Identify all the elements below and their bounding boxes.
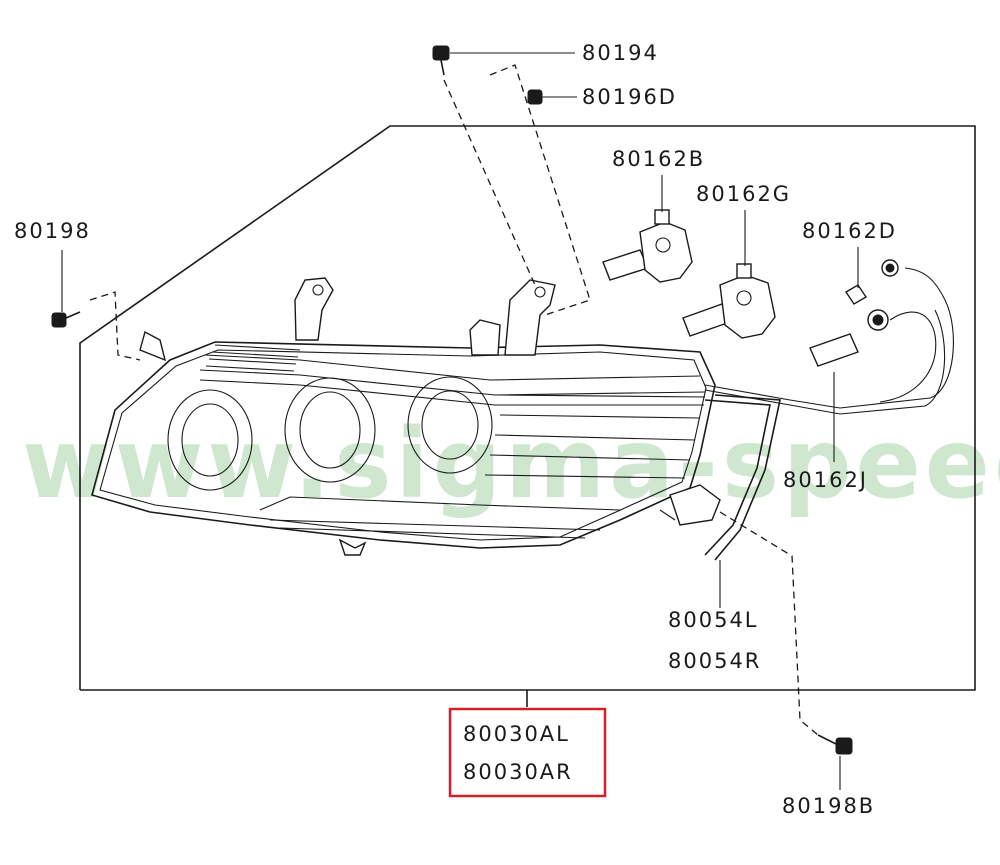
label-80030al: 80030AL <box>463 722 570 746</box>
headlamp-unit[interactable] <box>91 277 721 556</box>
label-80054l: 80054L <box>668 608 759 632</box>
label-80162b: 80162B <box>612 147 705 171</box>
nut-80196d[interactable] <box>489 64 591 316</box>
label-80198b: 80198B <box>782 794 875 818</box>
assembly-part-number-box[interactable]: 80030AL 80030AR <box>448 707 607 798</box>
bulb-80162j[interactable] <box>809 309 889 367</box>
label-80162d: 80162D <box>802 219 897 243</box>
assembly-frame <box>79 125 976 707</box>
wiring-harness <box>704 267 954 415</box>
bulb-80162g[interactable] <box>682 263 776 339</box>
bulb-80162b[interactable] <box>602 209 693 283</box>
watermark-text: www.sigma-speed.co.jp <box>22 408 1000 520</box>
cover-strip[interactable] <box>704 394 781 561</box>
label-80054r: 80054R <box>668 649 761 673</box>
bulb-80162d[interactable] <box>845 259 899 305</box>
leader-lines <box>61 52 859 790</box>
label-80198: 80198 <box>14 219 91 243</box>
label-80162j: 80162J <box>783 468 868 492</box>
label-80194: 80194 <box>582 41 659 65</box>
screw-80194[interactable] <box>432 45 536 286</box>
label-80030ar: 80030AR <box>463 760 573 784</box>
bolt-80198[interactable] <box>51 291 141 361</box>
label-80196d: 80196D <box>582 85 677 109</box>
label-80162g: 80162G <box>696 182 791 206</box>
bolt-80198b[interactable] <box>719 511 853 755</box>
